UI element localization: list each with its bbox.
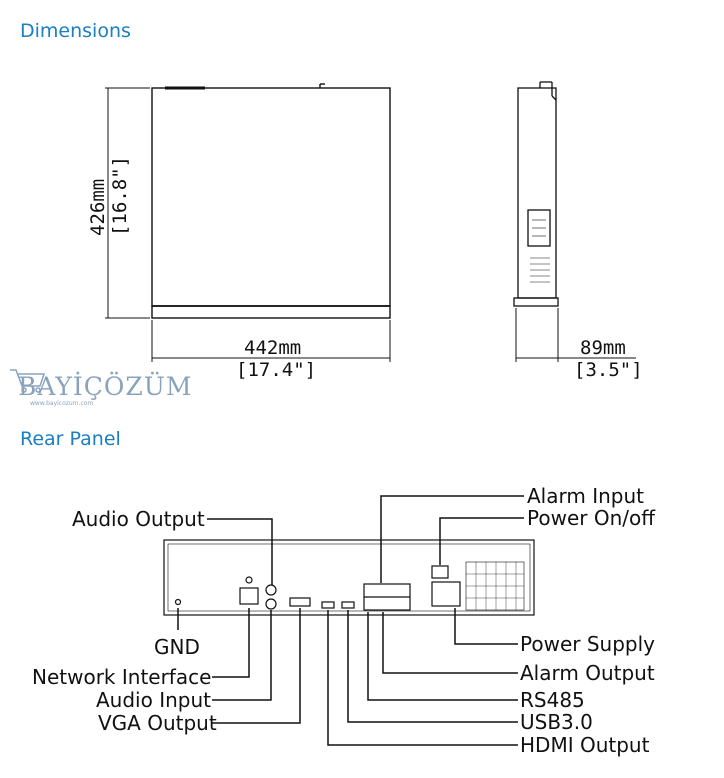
watermark-brand: BAYİÇÖZÜM [18,372,193,401]
side-view-device [513,81,559,307]
width-dimension-line [151,320,391,362]
label-power-supply: Power Supply [520,632,655,656]
rear-panel-title: Rear Panel [20,428,121,450]
height-mm-label: 89mm [580,337,626,359]
height-dimension-line [515,308,636,362]
cart-logo-icon [10,369,46,393]
label-network-interface: Network Interface [32,665,211,689]
label-usb30: USB3.0 [520,710,593,734]
top-view-device [151,83,391,319]
label-rs485: RS485 [520,688,585,712]
label-vga-output: VGA Output [98,711,217,735]
label-audio-input: Audio Input [96,688,211,712]
label-power-onoff: Power On/off [527,506,656,530]
label-audio-output: Audio Output [72,507,205,531]
depth-in-label: [16.8"] [109,156,131,236]
leader-lines [177,495,524,746]
dimensions-title: Dimensions [20,20,131,42]
label-hdmi-output: HDMI Output [520,733,650,757]
width-in-label: [17.4"] [236,359,316,381]
height-in-label: [3.5"] [574,359,643,381]
depth-dimension-line [105,87,150,319]
depth-mm-label: 426mm [87,179,109,236]
label-alarm-input: Alarm Input [527,484,644,508]
width-mm-label: 442mm [244,337,301,359]
watermark-url: www.bayicozum.com [30,400,94,407]
label-alarm-output: Alarm Output [520,661,655,685]
label-gnd: GND [154,635,200,659]
rear-panel-device [163,539,535,616]
